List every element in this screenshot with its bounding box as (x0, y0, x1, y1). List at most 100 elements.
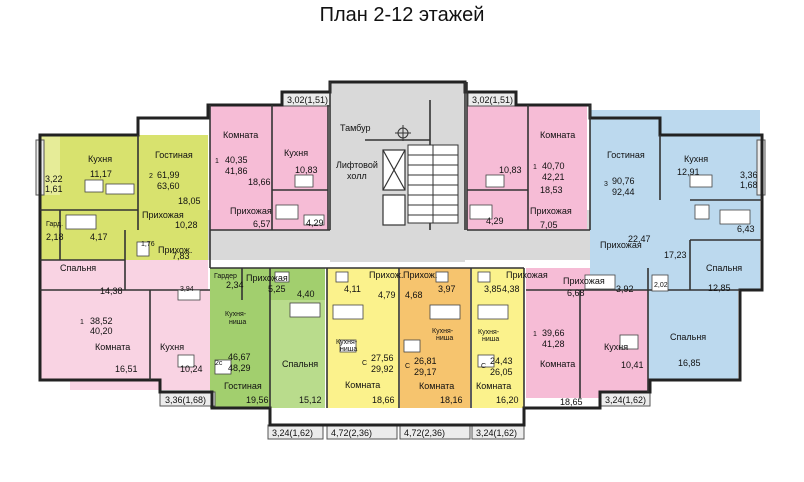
apartment-7 (472, 268, 524, 408)
fixtures (65, 174, 751, 375)
a10-prihozhaya-area: 17,23 (664, 250, 687, 260)
a1-balcony: 3,22 (45, 174, 63, 184)
a9-komnata-label: Комната (540, 359, 575, 369)
a3-rooms: 1 (215, 158, 219, 165)
a5-total: 29,92 (371, 364, 394, 374)
a1-balcony2: 1,61 (45, 184, 63, 194)
a4-garder-area: 2,34 (226, 280, 244, 290)
a4-gostinaya-area: 19,56 (246, 395, 269, 405)
a4-spalnya-area: 15,12 (299, 395, 322, 405)
a4-rooms: 2c (215, 360, 223, 367)
a2-prihozh-area: 7,83 (172, 251, 190, 261)
a2-total: 40,20 (90, 326, 113, 336)
a1-spalnya-label: Спальня (60, 263, 96, 273)
a10-balcony: 3,36 (740, 170, 758, 180)
a1-rooms: 2 (149, 173, 153, 180)
tambur-label: Тамбур (340, 123, 371, 133)
a10-gostinaya-area: 22,47 (628, 234, 651, 244)
a5-prihozh-area: 4,79 (378, 290, 396, 300)
a3-balcony: 3,02(1,51) (287, 95, 328, 105)
a6-nisha-2: ниша (436, 335, 453, 342)
a6-total: 29,17 (414, 367, 437, 377)
a1-gostinaya-label: Гостиная (155, 150, 193, 160)
a6-nisha-1: Кухня- (432, 328, 454, 335)
a9-balcony: 3,24(1,62) (605, 395, 646, 405)
a5-nisha-1: Кухня- (336, 339, 358, 346)
a1-prihozhaya-label: Прихожая (142, 210, 184, 220)
a10-balcony2: 1,68 (740, 180, 758, 190)
a8-total: 42,21 (542, 172, 565, 182)
a2-rooms: 1 (80, 319, 84, 326)
a8-prihozhaya-area: 7,05 (540, 220, 558, 230)
a2-prihozh-label: Прихож. (158, 245, 192, 255)
a4-gostinaya-label: Гостиная (224, 381, 262, 391)
apartment-2 (40, 260, 210, 390)
a3-kuhnya-area: 10,83 (295, 165, 318, 175)
a6-bath-area: 3,97 (438, 284, 456, 294)
a1-prihozhaya-area: 10,28 (175, 220, 198, 230)
a7-nisha-2: ниша (482, 336, 499, 343)
a4-total: 48,29 (228, 363, 251, 373)
a9-prihozhaya-label: Прихожая (563, 276, 605, 286)
a1-gard-area: 2,18 (46, 232, 64, 242)
a6-prihozh-area: 4,68 (405, 290, 423, 300)
a10-wc-area: 2,02 (654, 282, 668, 289)
a4-nisha-1: Кухня- (225, 311, 247, 318)
a5-rooms: С (362, 360, 367, 367)
a6-balcony: 4,72(2,36) (404, 428, 445, 438)
a10-spalnya-label: Спальня (706, 263, 742, 273)
a7-rooms: С (481, 363, 486, 370)
apartment-5 (327, 268, 399, 408)
a7-nisha-1: Кухня- (478, 329, 500, 336)
a5-balcony: 4,72(2,36) (331, 428, 372, 438)
a8-komnata-label: Комната (540, 130, 575, 140)
apartment-3 (210, 105, 328, 230)
a9-kuhnya-area: 10,41 (621, 360, 644, 370)
a4-balcony: 3,24(1,62) (272, 428, 313, 438)
a8-bath-area: 4,29 (486, 216, 504, 226)
a8-prihozhaya-label: Прихожая (530, 206, 572, 216)
a7-prihozhaya-label: Прихожая (506, 270, 548, 280)
apartment-4 (210, 268, 325, 408)
a7-living: 24,43 (490, 356, 513, 366)
a1-gostinaya-area: 18,05 (178, 196, 201, 206)
a7-balcony: 3,24(1,62) (476, 428, 517, 438)
outer-wall (38, 80, 764, 427)
a2-komnata-label: Комната (95, 342, 130, 352)
tambur-symbol (395, 125, 411, 141)
a2-bath-area: 3,94 (180, 286, 194, 293)
a7-prihozhaya-area: 4,38 (502, 284, 520, 294)
a7-total: 26,05 (490, 367, 513, 377)
a6-komnata-label: Комната (419, 381, 454, 391)
stairwell (407, 144, 459, 224)
lift-shafts (382, 149, 406, 226)
a4-prihozhaya-label: Прихожая (246, 273, 288, 283)
a10-kuhnya-area: 12,91 (677, 167, 700, 177)
a3-komnata-label: Комната (223, 130, 258, 140)
a10-living: 90,76 (612, 176, 635, 186)
a5-nisha-2: ниша (340, 346, 357, 353)
a5-prihozh-label: Прихож. (369, 270, 403, 280)
a9-prihozhaya-area: 6,68 (567, 288, 585, 298)
a8-balcony: 3,02(1,51) (472, 95, 513, 105)
plan-title: План 2-12 этажей (319, 4, 485, 26)
a3-living: 40,35 (225, 155, 248, 165)
lift-hall-label-1: Лифтовой (336, 160, 378, 170)
a4-bath-area: 4,40 (297, 289, 315, 299)
lift-hall-label-2: холл (347, 171, 367, 181)
a1-spalnya-area: 14,38 (100, 286, 123, 296)
a3-prihozhaya-area: 6,57 (253, 219, 271, 229)
apartment-6 (400, 268, 470, 408)
a5-komnata-label: Комната (345, 380, 380, 390)
a9-komnata-area: 18,65 (560, 397, 583, 407)
a8-rooms: 1 (533, 164, 537, 171)
a10-spalnya2-area: 16,85 (678, 358, 701, 368)
a6-rooms: С (405, 363, 410, 370)
a6-komnata-area: 18,16 (440, 395, 463, 405)
a10-gostinaya-label: Гостиная (607, 150, 645, 160)
a7-komnata-area: 16,20 (496, 395, 519, 405)
a1-kuhnya-label: Кухня (88, 154, 112, 164)
a1-wc-area: 1,76 (141, 241, 155, 248)
a7-komnata-label: Комната (476, 381, 511, 391)
